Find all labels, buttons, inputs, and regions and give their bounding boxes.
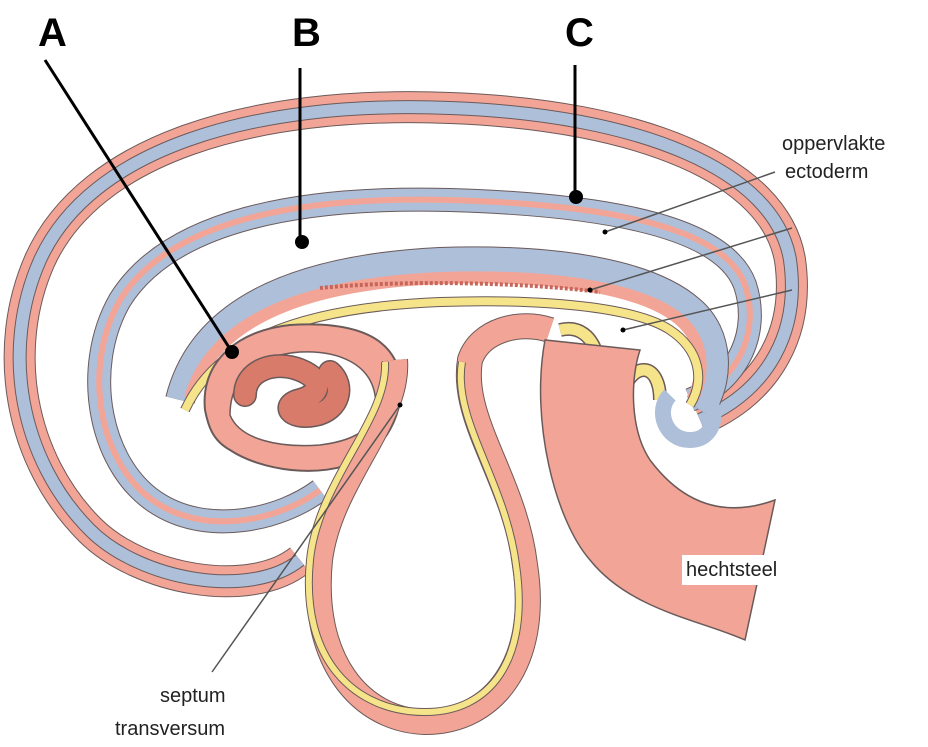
pointer-dot-b <box>295 235 309 249</box>
label-oppervlakte-line2: ectoderm <box>785 161 868 183</box>
label-septum-line1: septum <box>160 685 226 707</box>
label-septum-line2: transversum <box>115 718 225 740</box>
pointer-dot-endoderm <box>621 328 626 333</box>
label-hechtsteel: hechtsteel <box>682 555 781 585</box>
label-c: C <box>565 11 594 55</box>
label-b: B <box>292 11 321 55</box>
label-oppervlakte-line1: oppervlakte <box>782 133 885 155</box>
pointer-dot-mesoderm <box>588 288 593 293</box>
pointer-dot-c <box>569 190 583 204</box>
pointer-dot-a <box>225 345 239 359</box>
pointer-dot-septum <box>398 403 403 408</box>
label-a: A <box>38 11 67 55</box>
pointer-dot-ectoderm <box>603 230 608 235</box>
